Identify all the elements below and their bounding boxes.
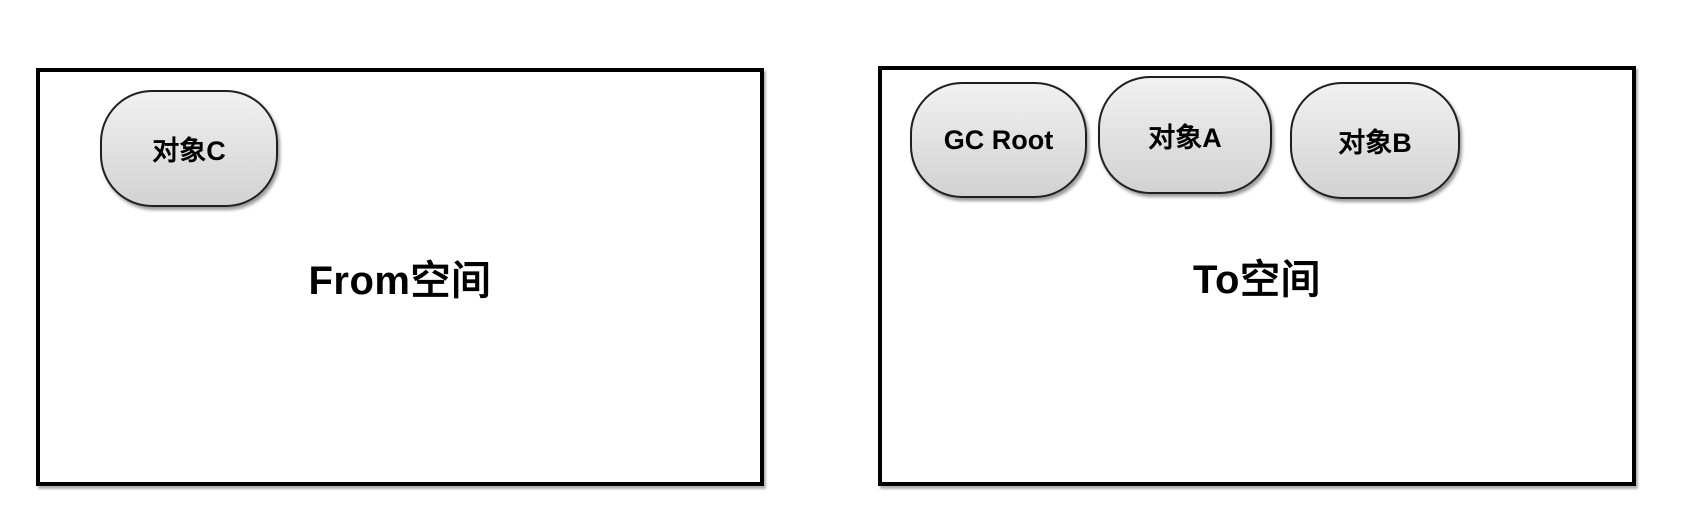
from-space-label: From空间 bbox=[308, 259, 492, 303]
gc-root-label: GC Root bbox=[943, 124, 1054, 155]
to-space-box: GC Root 对象A 对象B To空间 bbox=[878, 66, 1636, 486]
to-space-label: To空间 bbox=[1193, 258, 1321, 302]
from-space-box: 对象C From空间 bbox=[36, 68, 764, 486]
object-a-node: 对象A bbox=[1098, 76, 1272, 194]
object-b-node: 对象B bbox=[1290, 82, 1460, 199]
object-b-label: 对象B bbox=[1338, 128, 1412, 158]
object-c-node: 对象C bbox=[100, 90, 278, 207]
object-c-label: 对象C bbox=[152, 136, 226, 166]
gc-root-node: GC Root bbox=[910, 82, 1087, 198]
object-a-label: 对象A bbox=[1148, 122, 1222, 153]
